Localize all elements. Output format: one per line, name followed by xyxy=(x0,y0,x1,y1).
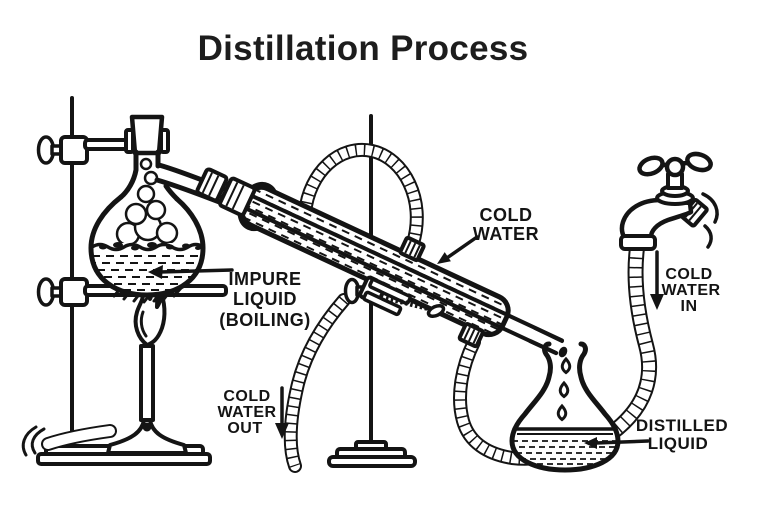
support-stand xyxy=(327,114,417,468)
collection-flask xyxy=(509,341,621,473)
burner-base xyxy=(106,418,188,455)
upper-clamp xyxy=(36,135,134,165)
distilled-liquid-line1: DISTILLED xyxy=(636,416,728,435)
falling-drops xyxy=(556,356,572,422)
neck-rim-right xyxy=(159,128,170,154)
tap-handle xyxy=(637,151,713,178)
cold-water-out-line1: COLD xyxy=(223,388,270,405)
tap-spout xyxy=(619,197,694,242)
condenser-tip xyxy=(528,326,568,358)
impure-liquid-line1: IMPURE xyxy=(228,269,301,289)
burner-stem xyxy=(139,344,155,422)
cold-water-line1: COLD xyxy=(480,205,533,225)
distilled-liquid-pointer xyxy=(584,437,650,449)
impure-liquid-line3: (BOILING) xyxy=(219,310,311,330)
distilled-liquid-label: DISTILLED LIQUID xyxy=(636,416,728,453)
neck-rim-left xyxy=(124,128,135,154)
cold-water-in-line2: WATER xyxy=(661,282,720,299)
cold-water-in-arrow xyxy=(650,250,664,310)
cold-water-out-label: COLD WATER OUT xyxy=(217,388,276,437)
retort-stand xyxy=(36,96,228,466)
cold-water-line2: WATER xyxy=(473,224,539,244)
page-title: Distillation Process xyxy=(198,29,529,68)
stand-base-plate xyxy=(36,452,212,466)
stopper xyxy=(129,114,165,156)
cold-water-pointer xyxy=(437,235,479,264)
bunsen-burner xyxy=(21,344,188,457)
spout-cuff xyxy=(619,234,657,251)
condenser-clamp xyxy=(343,275,446,319)
support-base xyxy=(327,455,417,468)
cold-water-out-arrow xyxy=(275,386,289,439)
cold-water-out-line2: WATER xyxy=(217,404,276,421)
impure-liquid-line2: LIQUID xyxy=(233,289,297,309)
cold-water-in-line1: COLD xyxy=(665,266,712,283)
water-tap xyxy=(619,151,719,251)
impure-liquid-pointer xyxy=(148,265,234,279)
cold-water-out-hose xyxy=(283,142,424,473)
condenser xyxy=(195,167,564,356)
drop-at-tip xyxy=(558,346,568,358)
gas-hose-end xyxy=(30,427,46,455)
cold-water-in-label: COLD WATER IN xyxy=(661,266,720,315)
adapter-collar xyxy=(195,167,229,203)
impure-liquid-label: IMPURE LIQUID (BOILING) xyxy=(219,269,311,330)
wall-pipe-curve xyxy=(701,192,719,224)
distilled-liquid-line2: LIQUID xyxy=(648,434,709,453)
cold-water-in-line3: IN xyxy=(681,298,698,315)
jacket-water xyxy=(240,187,510,336)
cold-water-out-line3: OUT xyxy=(227,420,262,437)
cold-water-label: COLD WATER xyxy=(473,205,539,244)
burner-air-hole xyxy=(142,422,152,432)
boiling-flask xyxy=(88,114,231,298)
